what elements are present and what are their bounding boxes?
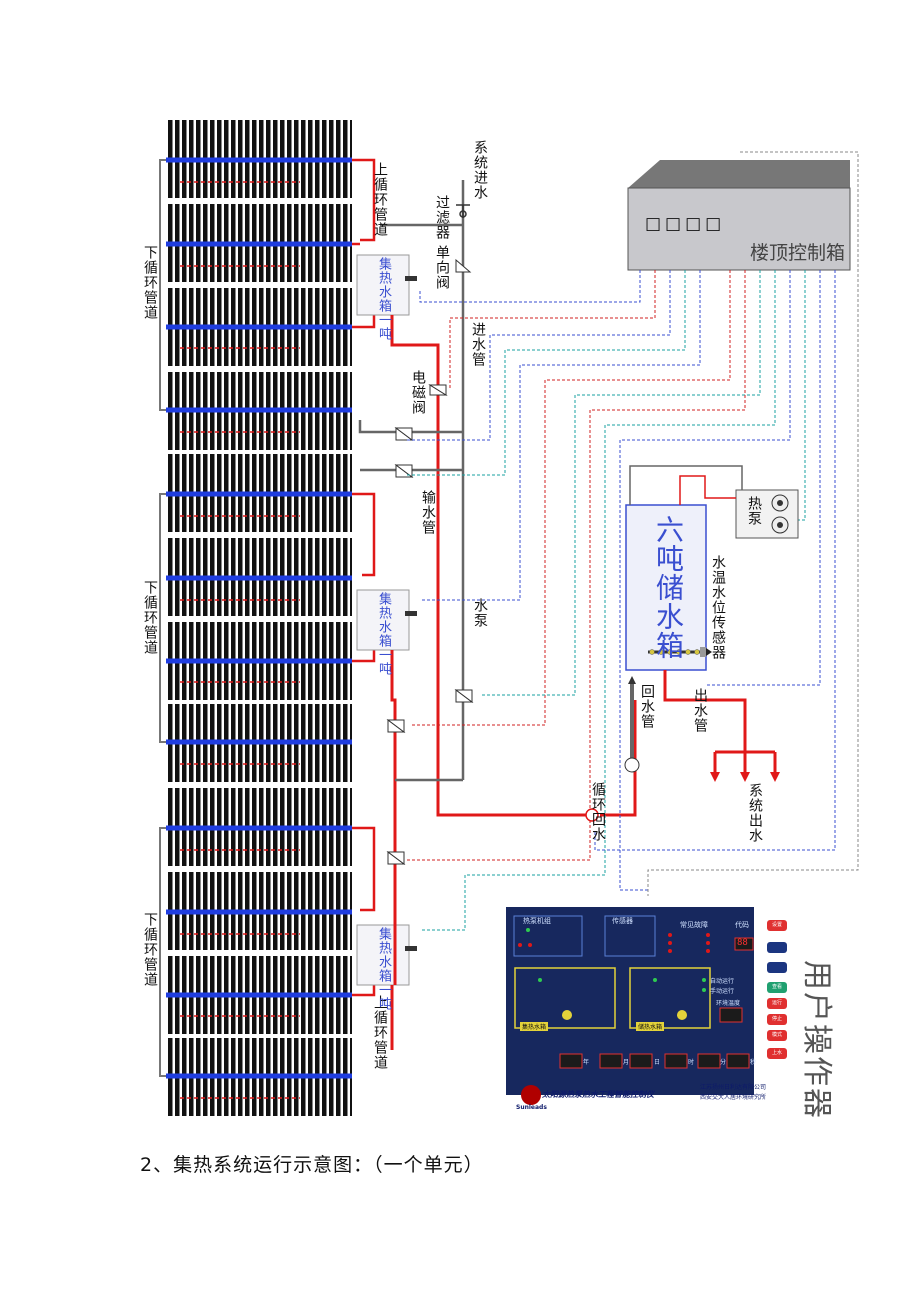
storage-tank-label: 六吨储水箱 [652,515,685,660]
temp-sensor-label: 水温水位传感器 [710,555,726,660]
collector-box-label-1: 集热水箱一吨 [376,257,391,341]
panel-company-2: 西安交大人居环境研究所 [700,1094,767,1101]
panel-btn-fill[interactable]: 上水 [771,1050,782,1056]
lower-pipe-label-1: 下循环管道 [142,245,158,320]
panel-heat-pump-section: 热泵机组 [523,917,551,925]
filter-symbol [456,204,470,218]
panel-time-month: 月 [623,1059,630,1066]
outlet-arrows [710,772,780,782]
return-pipe-label: 回水管 [639,684,655,729]
storage-tank [625,504,712,671]
panel-auto-run: 自动运行 [710,978,735,985]
panel-time-year: 年 [583,1059,590,1066]
panel-time-second: 秒 [750,1059,757,1066]
panel-time-day: 日 [654,1059,661,1066]
system-outlet-pipe [663,670,777,772]
inlet-pipe-label: 进水管 [470,322,486,367]
panel-code-label: 代码 [735,921,749,929]
system-outlet-label: 系统出水 [747,783,763,843]
outlet-pipe-label: 出水管 [692,688,708,733]
panel-btn-mode[interactable]: 模式 [771,1032,782,1038]
lower-circulation-pipes [159,159,166,1077]
collector-tanks [356,254,417,986]
upper-circulation-pipes [352,158,376,997]
panel-manual-run: 手动运行 [710,988,735,995]
rooftop-control-box [627,160,851,271]
collector-box-label-2: 集热水箱一吨 [376,592,391,676]
water-pump-label: 水泵 [472,598,488,628]
panel-company-1: 江苏扬州日利达有限公司 [700,1084,767,1091]
heat-pump-label: 热泵 [746,496,762,526]
figure-caption: 2、集热系统运行示意图：（一个单元） [140,1154,484,1176]
panel-drawing [506,907,754,1105]
collector-box-label-3: 集热水箱一吨 [376,927,391,1011]
collector-group-3 [166,788,352,1116]
panel-time-minute: 分 [720,1059,727,1066]
panel-side-buttons [767,920,787,1059]
panel-product-name: 太阳源热泵热水工程智能控制仪 [542,1090,654,1099]
collector-group-2 [166,454,352,782]
circ-return-label: 循环回水 [590,782,606,842]
solenoid-valve-label: 电磁阀 [410,370,426,415]
upper-pipe-label-2: 上循环管道 [372,995,388,1070]
heat-pump [629,465,799,539]
supply-riser [358,180,465,782]
user-panel-label: 用户操作器 [799,960,834,1120]
collector-array [166,120,352,1116]
hot-water-riser [390,315,637,1050]
lower-pipe-label-2: 下循环管道 [142,580,158,655]
rooftop-control-box-label: 楼顶控制箱 [750,242,846,264]
system-inlet-label: 系统进水 [472,140,488,200]
panel-tank1: 集热水箱 [520,1022,549,1031]
panel-brand: Sunleads [516,1104,547,1111]
panel-btn-settings[interactable]: 设置 [771,922,782,928]
panel-btn-run[interactable]: 运行 [771,1000,782,1006]
lower-pipe-label-3: 下循环管道 [142,912,158,987]
panel-btn-stop[interactable]: 停止 [771,1016,782,1022]
control-wiring [405,151,859,931]
panel-tank2: 储热水箱 [636,1022,665,1031]
valves [386,258,474,865]
panel-btn-view[interactable]: 查看 [771,984,782,990]
panel-env-temp: 环境温度 [716,1000,741,1007]
upper-pipe-label-1: 上循环管道 [372,162,388,237]
filter-label: 过滤器 [434,195,450,240]
panel-time-hour: 时 [688,1059,695,1066]
panel-sensor-section: 传感器 [612,917,633,925]
panel-code-digits: 88 [737,938,748,948]
collector-group-1 [166,120,352,450]
check-valve-label: 单向阀 [434,245,450,290]
supply-pipe-label: 输水管 [420,490,436,535]
control-box-indicators: □□□□ [645,214,726,234]
return-pipe [585,676,640,822]
panel-fault-section: 常见故障 [680,921,708,929]
